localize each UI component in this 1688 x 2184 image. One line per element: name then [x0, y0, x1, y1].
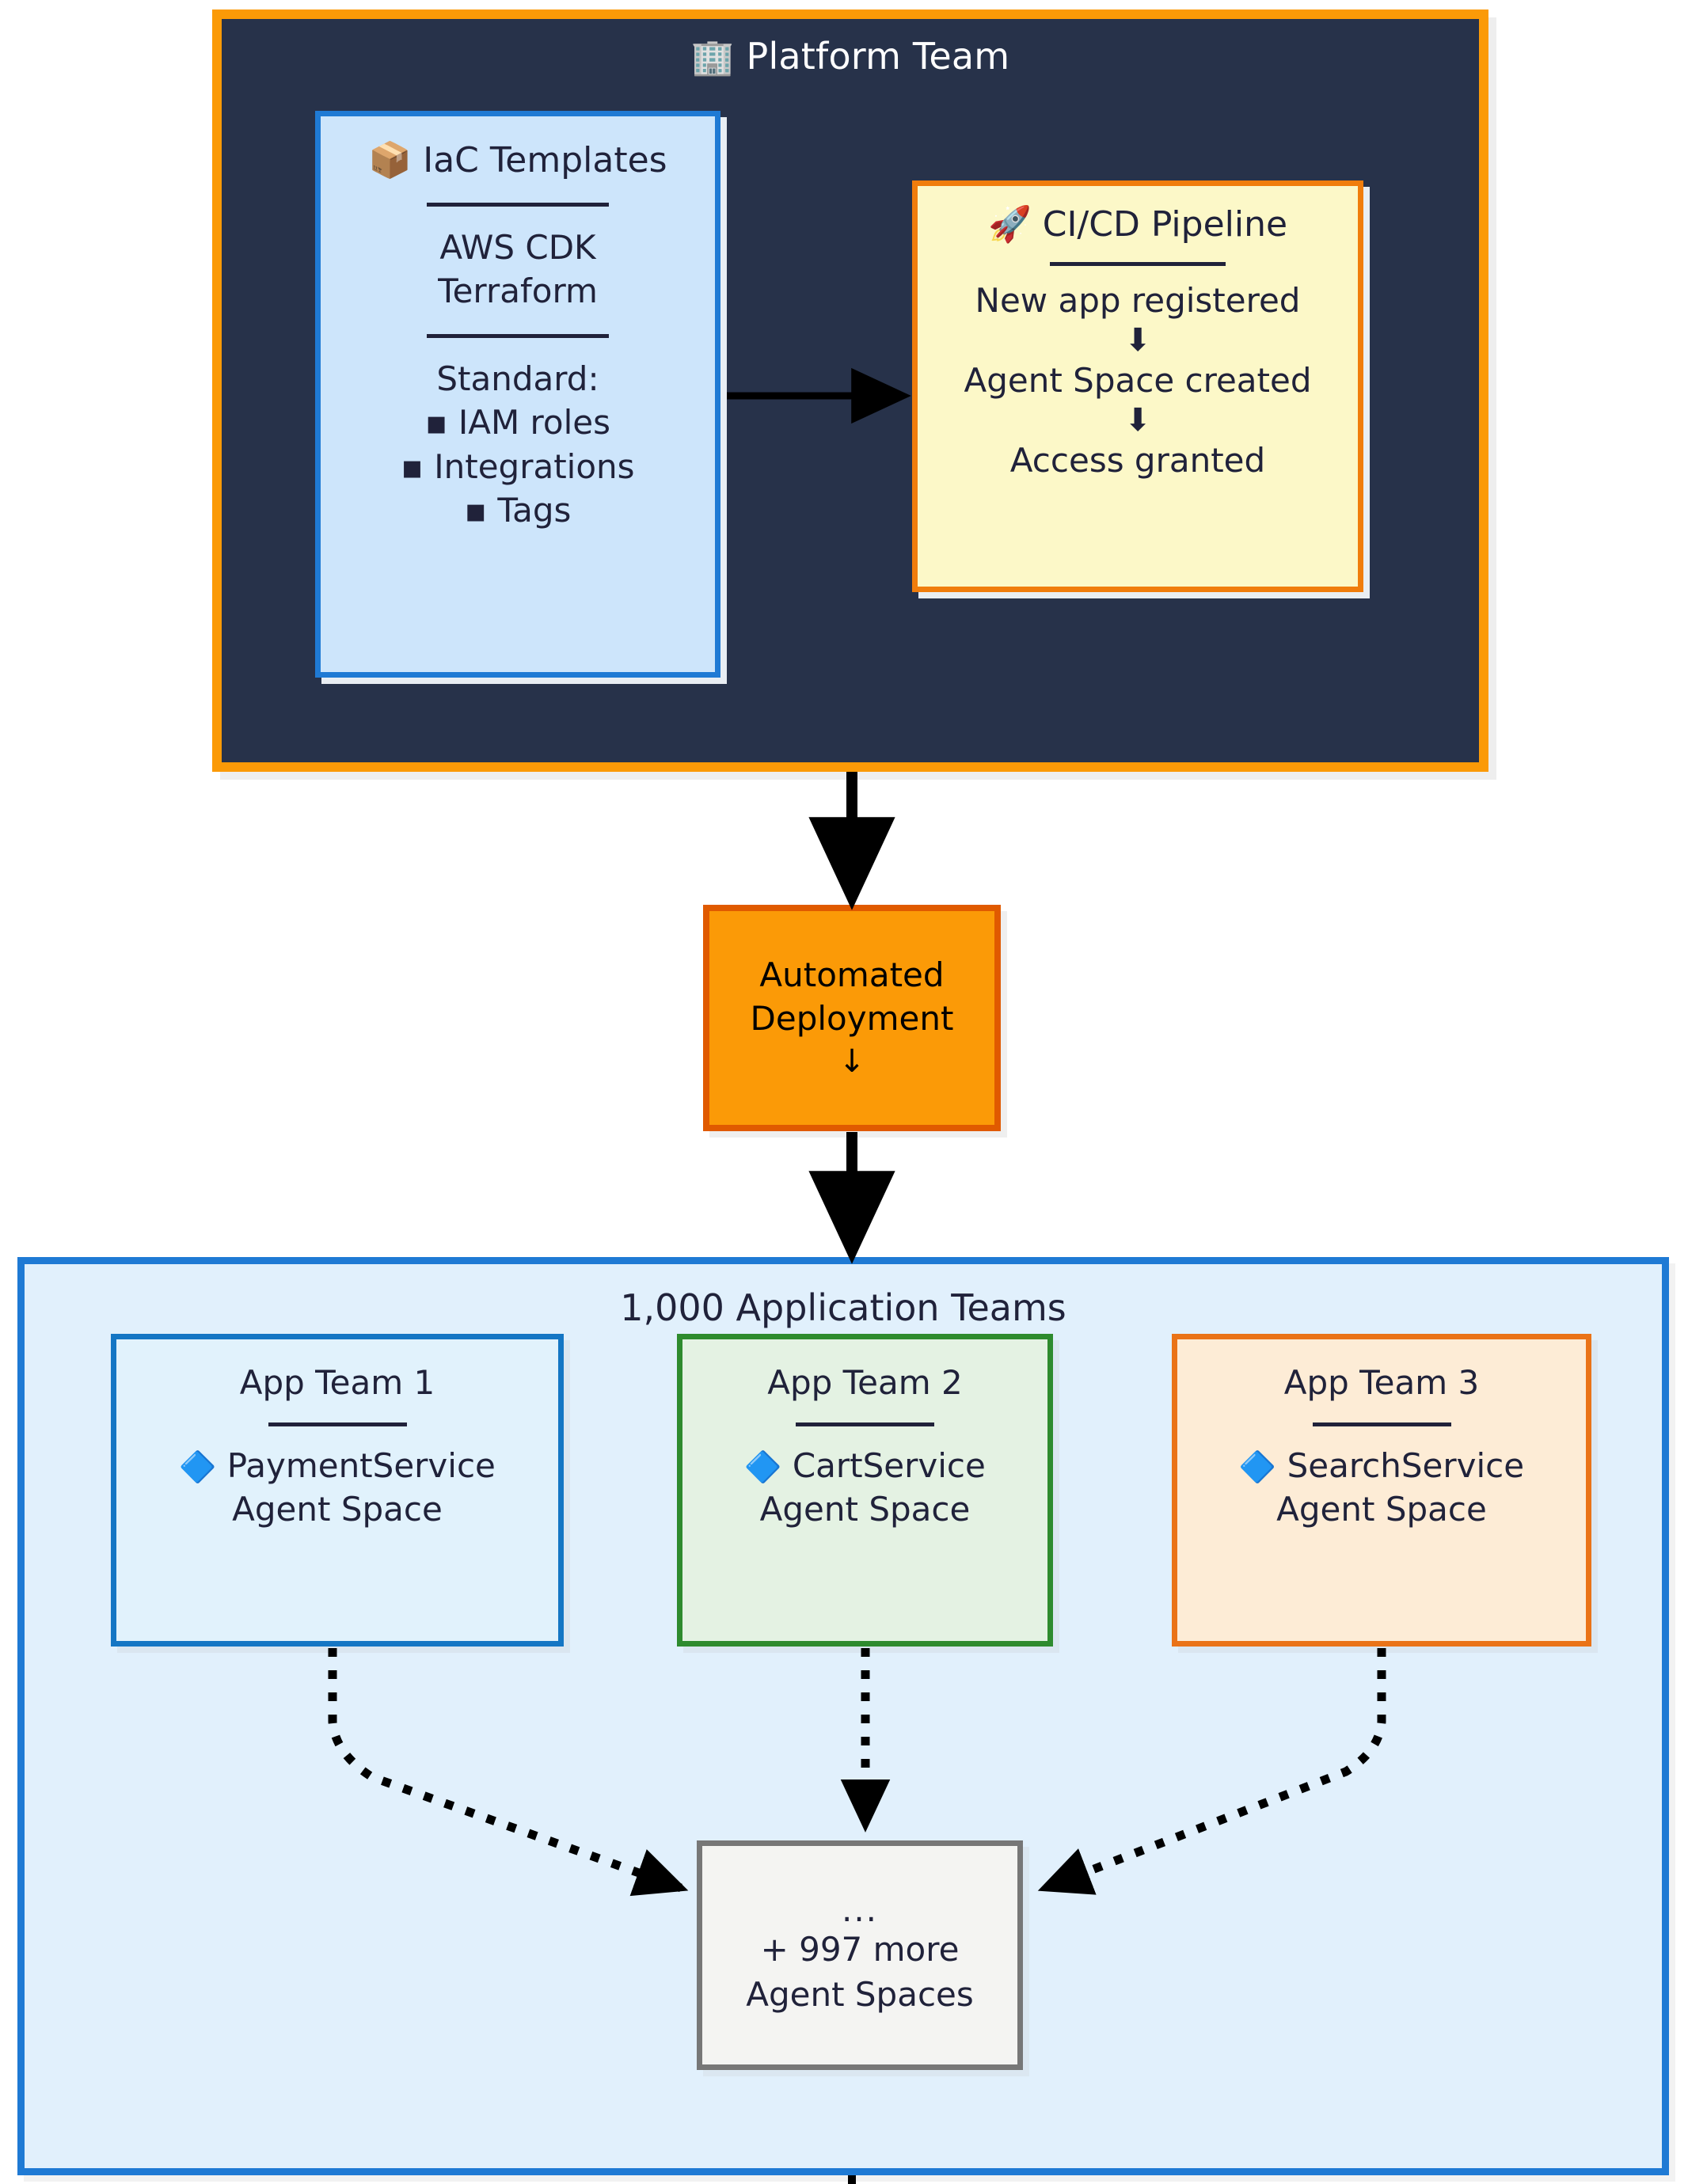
more-agent-spaces-label: Agent Spaces — [746, 1975, 974, 2014]
app-team-2-space-label: Agent Space — [759, 1490, 971, 1529]
iac-standard-item-tags: ▪ Tags — [464, 491, 572, 530]
iac-standard-item-iam-roles: ▪ IAM roles — [425, 403, 610, 442]
app-team-2-service: 🔷 CartService — [744, 1444, 986, 1487]
iac-tool-terraform: Terraform — [438, 272, 598, 311]
more-agent-spaces-count: + 997 more — [760, 1929, 960, 1969]
cicd-step-agent-space-created: Agent Space created — [964, 361, 1312, 401]
iac-templates-node[interactable]: 📦 IaC Templates AWS CDK Terraform Standa… — [315, 111, 720, 678]
cicd-pipeline-title: 🚀 CI/CD Pipeline — [988, 203, 1287, 245]
cicd-step-arrow-2-icon: ⬇ — [1124, 402, 1151, 439]
app-team-3-title: App Team 3 — [1283, 1363, 1480, 1402]
platform-team-title: 🏢 Platform Team — [222, 35, 1479, 78]
automated-deployment-node[interactable]: Automated Deployment ↓ — [703, 905, 1001, 1131]
app-team-2-service-text: CartService — [792, 1446, 986, 1485]
app-team-1-service: 🔷 PaymentService — [179, 1444, 496, 1487]
platform-team-title-text: Platform Team — [746, 35, 1010, 78]
iac-templates-title-text: IaC Templates — [423, 140, 667, 180]
iac-tool-aws-cdk: AWS CDK — [439, 228, 596, 267]
package-icon: 📦 — [368, 140, 412, 180]
cicd-pipeline-title-text: CI/CD Pipeline — [1042, 204, 1288, 245]
app-team-3-divider — [1312, 1422, 1451, 1426]
iac-standard-item-integrations: ▪ Integrations — [401, 446, 635, 486]
more-agent-spaces-node[interactable]: ... + 997 more Agent Spaces — [697, 1840, 1023, 2070]
cicd-step-arrow-1-icon: ⬇ — [1124, 322, 1151, 359]
app-team-3-service-text: SearchService — [1287, 1446, 1525, 1485]
iac-templates-title: 📦 IaC Templates — [368, 139, 667, 182]
app-team-1-title: App Team 1 — [239, 1363, 435, 1402]
app-team-2-node[interactable]: App Team 2 🔷 CartService Agent Space — [677, 1334, 1053, 1647]
cicd-step-access-granted: Access granted — [1009, 441, 1266, 480]
rocket-icon: 🚀 — [987, 204, 1032, 245]
office-building-icon: 🏢 — [690, 37, 735, 78]
blue-diamond-icon: 🔷 — [1238, 1449, 1277, 1484]
iac-divider-bottom — [427, 333, 609, 338]
application-teams-title: 1,000 Application Teams — [620, 1286, 1066, 1329]
cicd-pipeline-node[interactable]: 🚀 CI/CD Pipeline New app registered ⬇ Ag… — [912, 180, 1363, 592]
automated-deployment-line-2: Deployment — [750, 999, 954, 1038]
app-team-1-divider — [268, 1422, 407, 1426]
app-team-1-node[interactable]: App Team 1 🔷 PaymentService Agent Space — [111, 1334, 564, 1647]
cicd-step-new-app-registered: New app registered — [975, 281, 1301, 320]
blue-diamond-icon: 🔷 — [744, 1449, 782, 1484]
app-team-1-service-text: PaymentService — [226, 1446, 496, 1485]
more-agent-spaces-ellipsis: ... — [841, 1890, 879, 1929]
cicd-divider — [1050, 262, 1226, 266]
blue-diamond-icon: 🔷 — [179, 1449, 217, 1484]
iac-standard-label: Standard: — [436, 359, 599, 398]
app-team-2-divider — [796, 1422, 934, 1426]
automated-deployment-arrow-icon: ↓ — [838, 1043, 865, 1080]
app-team-1-space-label: Agent Space — [232, 1490, 443, 1529]
app-team-2-title: App Team 2 — [767, 1363, 963, 1402]
automated-deployment-line-1: Automated — [759, 955, 945, 995]
app-team-3-node[interactable]: App Team 3 🔷 SearchService Agent Space — [1172, 1334, 1591, 1647]
app-team-3-service: 🔷 SearchService — [1239, 1444, 1524, 1487]
app-team-3-space-label: Agent Space — [1276, 1490, 1487, 1529]
iac-divider-top — [427, 203, 609, 207]
iac-standard-list: ▪ IAM roles ▪ Integrations ▪ Tags — [401, 401, 634, 532]
